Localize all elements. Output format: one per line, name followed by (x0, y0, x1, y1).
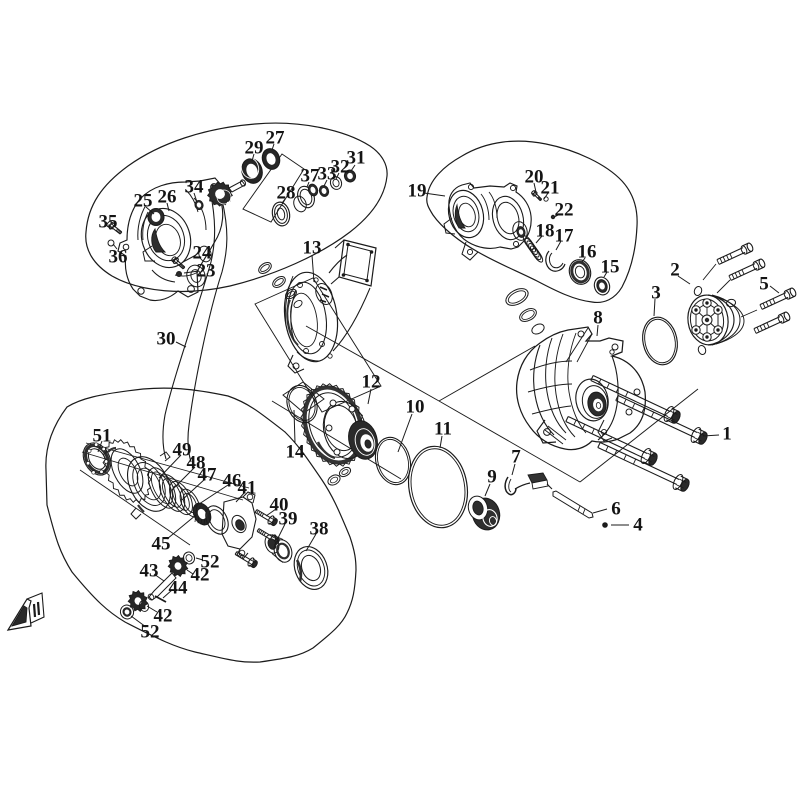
svg-text:24: 24 (193, 243, 213, 264)
svg-text:47: 47 (198, 465, 218, 486)
svg-text:25: 25 (134, 191, 153, 212)
svg-text:34: 34 (185, 177, 205, 198)
svg-text:48: 48 (187, 453, 206, 474)
svg-text:19: 19 (408, 181, 427, 202)
svg-text:4: 4 (633, 515, 643, 536)
svg-text:5: 5 (759, 274, 769, 295)
svg-text:20: 20 (525, 167, 544, 188)
svg-text:41: 41 (238, 478, 257, 499)
svg-text:8: 8 (593, 308, 603, 329)
svg-text:33: 33 (318, 164, 337, 185)
svg-text:49: 49 (173, 440, 192, 461)
svg-text:16: 16 (578, 242, 597, 263)
svg-text:22: 22 (555, 200, 574, 221)
svg-text:44: 44 (169, 578, 189, 599)
svg-text:15: 15 (601, 257, 620, 278)
svg-text:18: 18 (536, 221, 555, 242)
svg-text:21: 21 (541, 178, 560, 199)
svg-text:30: 30 (157, 329, 176, 350)
svg-text:29: 29 (245, 138, 264, 159)
svg-text:43: 43 (140, 561, 159, 582)
svg-text:17: 17 (555, 226, 575, 247)
svg-text:38: 38 (310, 519, 329, 540)
svg-text:14: 14 (286, 442, 306, 463)
svg-text:10: 10 (406, 397, 425, 418)
svg-text:13: 13 (303, 238, 322, 259)
svg-text:32: 32 (331, 157, 350, 178)
svg-text:1: 1 (722, 424, 732, 445)
svg-text:52: 52 (201, 552, 220, 573)
svg-text:51: 51 (93, 426, 112, 447)
svg-text:3: 3 (651, 283, 661, 304)
svg-text:6: 6 (611, 499, 621, 520)
svg-text:36: 36 (109, 247, 128, 268)
svg-text:52: 52 (141, 622, 160, 643)
svg-text:42: 42 (154, 606, 173, 627)
svg-text:42: 42 (191, 565, 210, 586)
svg-text:9: 9 (487, 467, 497, 488)
svg-text:11: 11 (434, 419, 452, 440)
svg-text:35: 35 (99, 212, 118, 233)
svg-text:37: 37 (301, 166, 321, 187)
svg-text:12: 12 (362, 372, 381, 393)
svg-text:40: 40 (270, 495, 289, 516)
svg-text:26: 26 (158, 187, 177, 208)
svg-text:28: 28 (277, 183, 296, 204)
svg-text:45: 45 (152, 534, 171, 555)
svg-text:23: 23 (197, 261, 216, 282)
svg-text:7: 7 (511, 447, 521, 468)
svg-text:31: 31 (347, 148, 366, 169)
svg-text:39: 39 (279, 509, 298, 530)
svg-text:27: 27 (266, 128, 286, 149)
svg-text:2: 2 (670, 260, 680, 281)
svg-text:46: 46 (223, 471, 242, 492)
